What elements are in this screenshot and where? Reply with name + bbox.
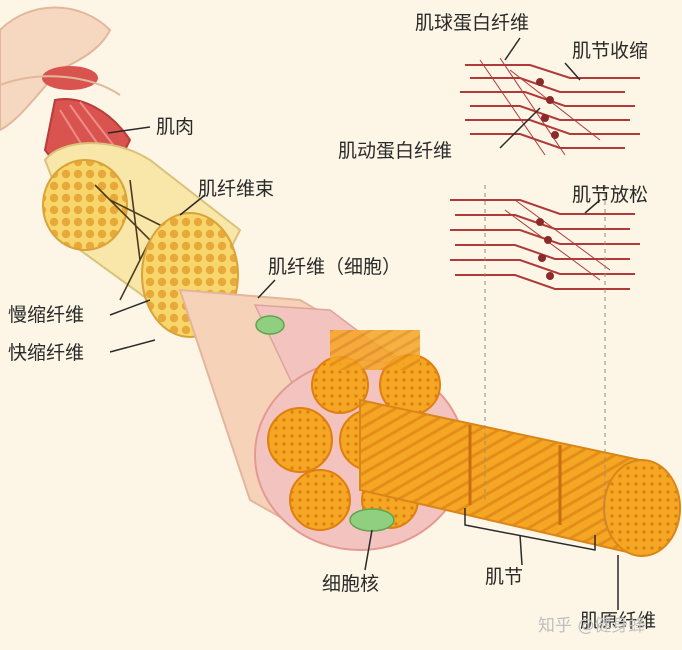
sarcomere-guides [484,185,606,530]
label-relaxed: 肌节放松 [572,184,649,206]
label-nucleus: 细胞核 [322,573,380,595]
label-fascicle: 肌纤维束 [198,178,275,200]
label-muscle: 肌肉 [156,116,195,138]
leader-lines [107,37,619,610]
label-contracted: 肌节收缩 [572,40,649,62]
sarcomere-bracket [464,508,596,551]
label-fiber-cell: 肌纤维（细胞） [268,256,402,278]
arm-illustration [0,6,121,132]
fascicle-bundle [42,142,242,338]
label-myofibril: 肌原纤维 [580,610,657,632]
myofibril-rod [330,330,681,557]
contracted-sarcomere-filaments [460,57,640,156]
label-actin: 肌动蛋白纤维 [338,140,453,162]
relaxed-sarcomere-filaments [450,199,640,290]
label-slow-fiber: 慢缩纤维 [8,304,85,326]
nucleus-bottom [349,508,395,532]
label-myosin: 肌球蛋白纤维 [415,12,530,34]
nucleus-top [255,315,285,335]
watermark: 知乎 @健身蜂 [538,616,646,636]
label-sarcomere: 肌节 [485,566,524,588]
label-fast-fiber: 快缩纤维 [8,342,85,364]
